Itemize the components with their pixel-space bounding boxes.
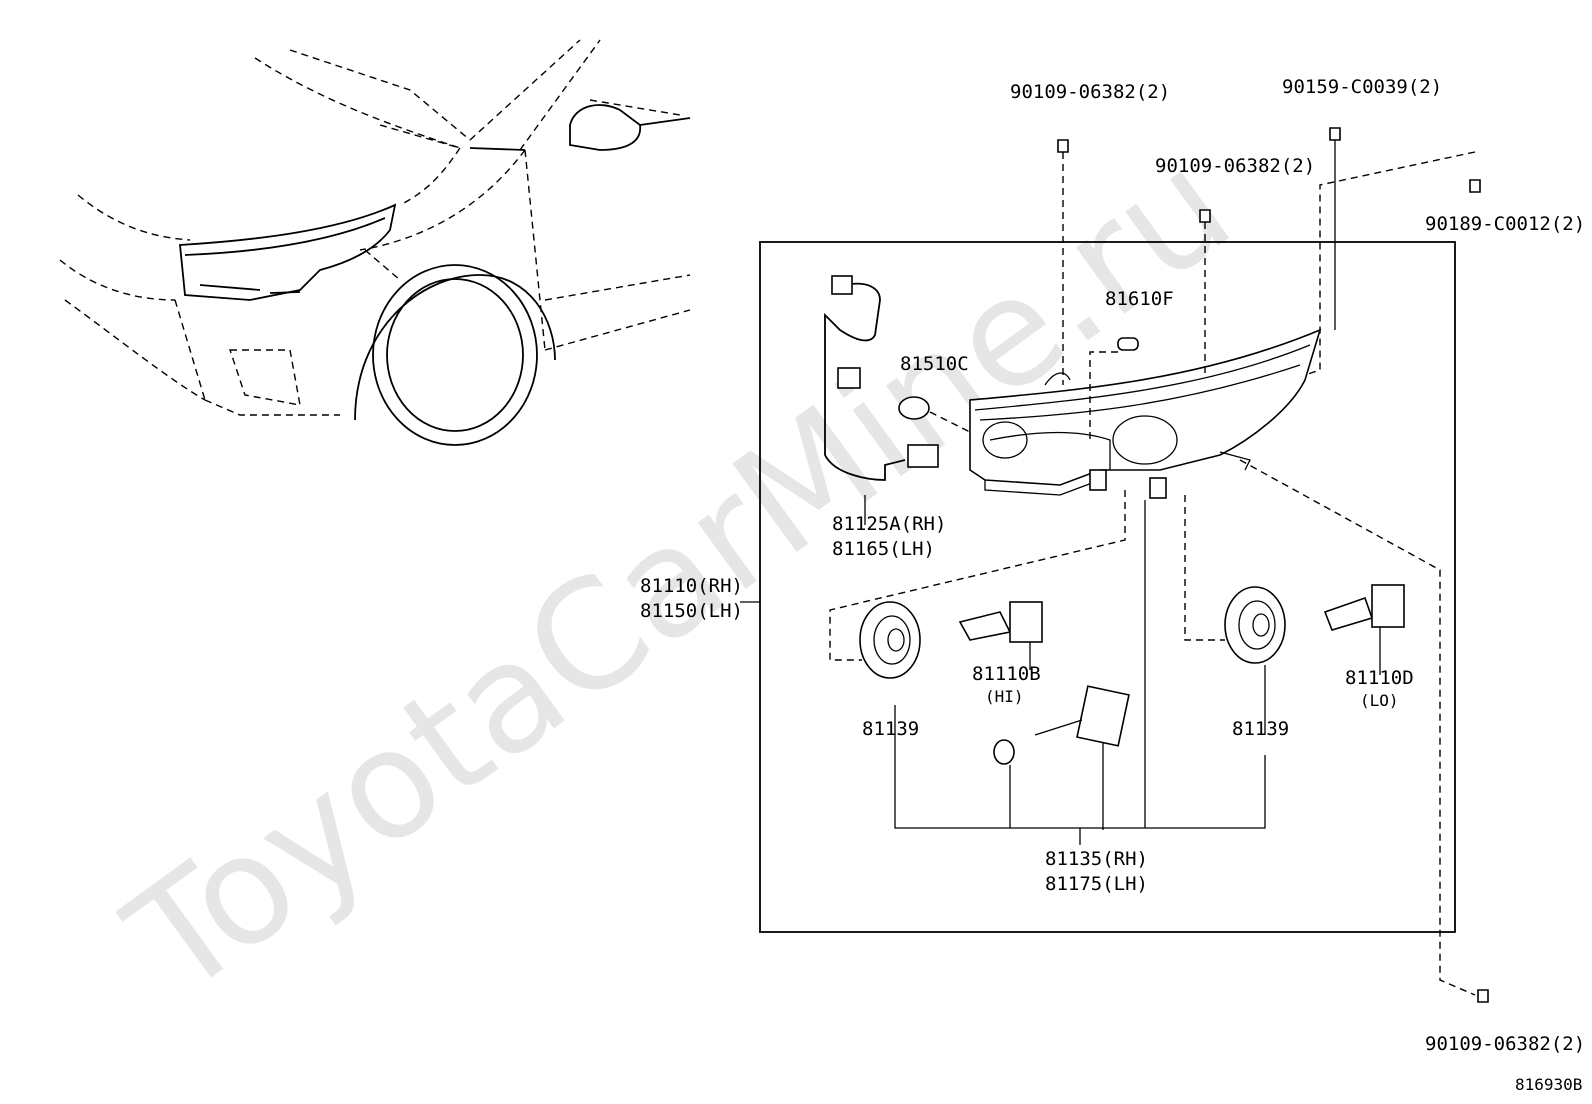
label-side-bulb: 81610F	[1105, 288, 1174, 310]
diagram-id: 816930B	[1515, 1075, 1582, 1094]
label-assy-rh: 81135(RH)	[1045, 848, 1148, 870]
low-beam-bulb-illustration	[1323, 584, 1405, 675]
label-cover-left: 81139	[862, 718, 919, 740]
label-bolt-bottom: 90109-06382(2)	[1425, 1033, 1585, 1055]
wire-harness-illustration	[824, 275, 939, 481]
dust-cover-left-illustration	[829, 490, 1126, 679]
label-turn-bulb: 81510C	[900, 353, 969, 375]
bolt-icons	[1057, 127, 1489, 1003]
label-bolt-top-left: 90109-06382(2)	[1010, 81, 1170, 103]
label-wire-lh: 81165(LH)	[832, 538, 935, 560]
label-bolt-mid: 90109-06382(2)	[1155, 155, 1315, 177]
label-clip-right: 90189-C0012(2)	[1425, 213, 1585, 235]
headlamp-housing-illustration	[969, 328, 1322, 499]
side-marker-bulb-illustration	[1089, 337, 1139, 440]
turn-signal-bulb-illustration	[898, 396, 971, 433]
label-unit-rh: 81110(RH)	[640, 575, 743, 597]
assembly-frame	[759, 241, 1456, 933]
label-bulb-lo-note: (LO)	[1360, 691, 1399, 710]
bracket-lines	[864, 495, 1266, 845]
label-bulb-lo: 81110D	[1345, 667, 1414, 689]
label-bulb-hi: 81110B	[972, 663, 1041, 685]
label-unit-lh: 81150(LH)	[640, 600, 743, 622]
leveling-actuator-illustration	[993, 685, 1130, 830]
label-cover-right: 81139	[1232, 718, 1289, 740]
dust-cover-right-illustration	[1184, 495, 1286, 664]
vehicle-overview-illustration	[59, 39, 691, 446]
high-beam-bulb-illustration	[958, 601, 1043, 670]
label-assy-lh: 81175(LH)	[1045, 873, 1148, 895]
label-bolt-top-right: 90159-C0039(2)	[1282, 76, 1442, 98]
label-bulb-hi-note: (HI)	[985, 687, 1024, 706]
label-wire-rh: 81125A(RH)	[832, 513, 946, 535]
